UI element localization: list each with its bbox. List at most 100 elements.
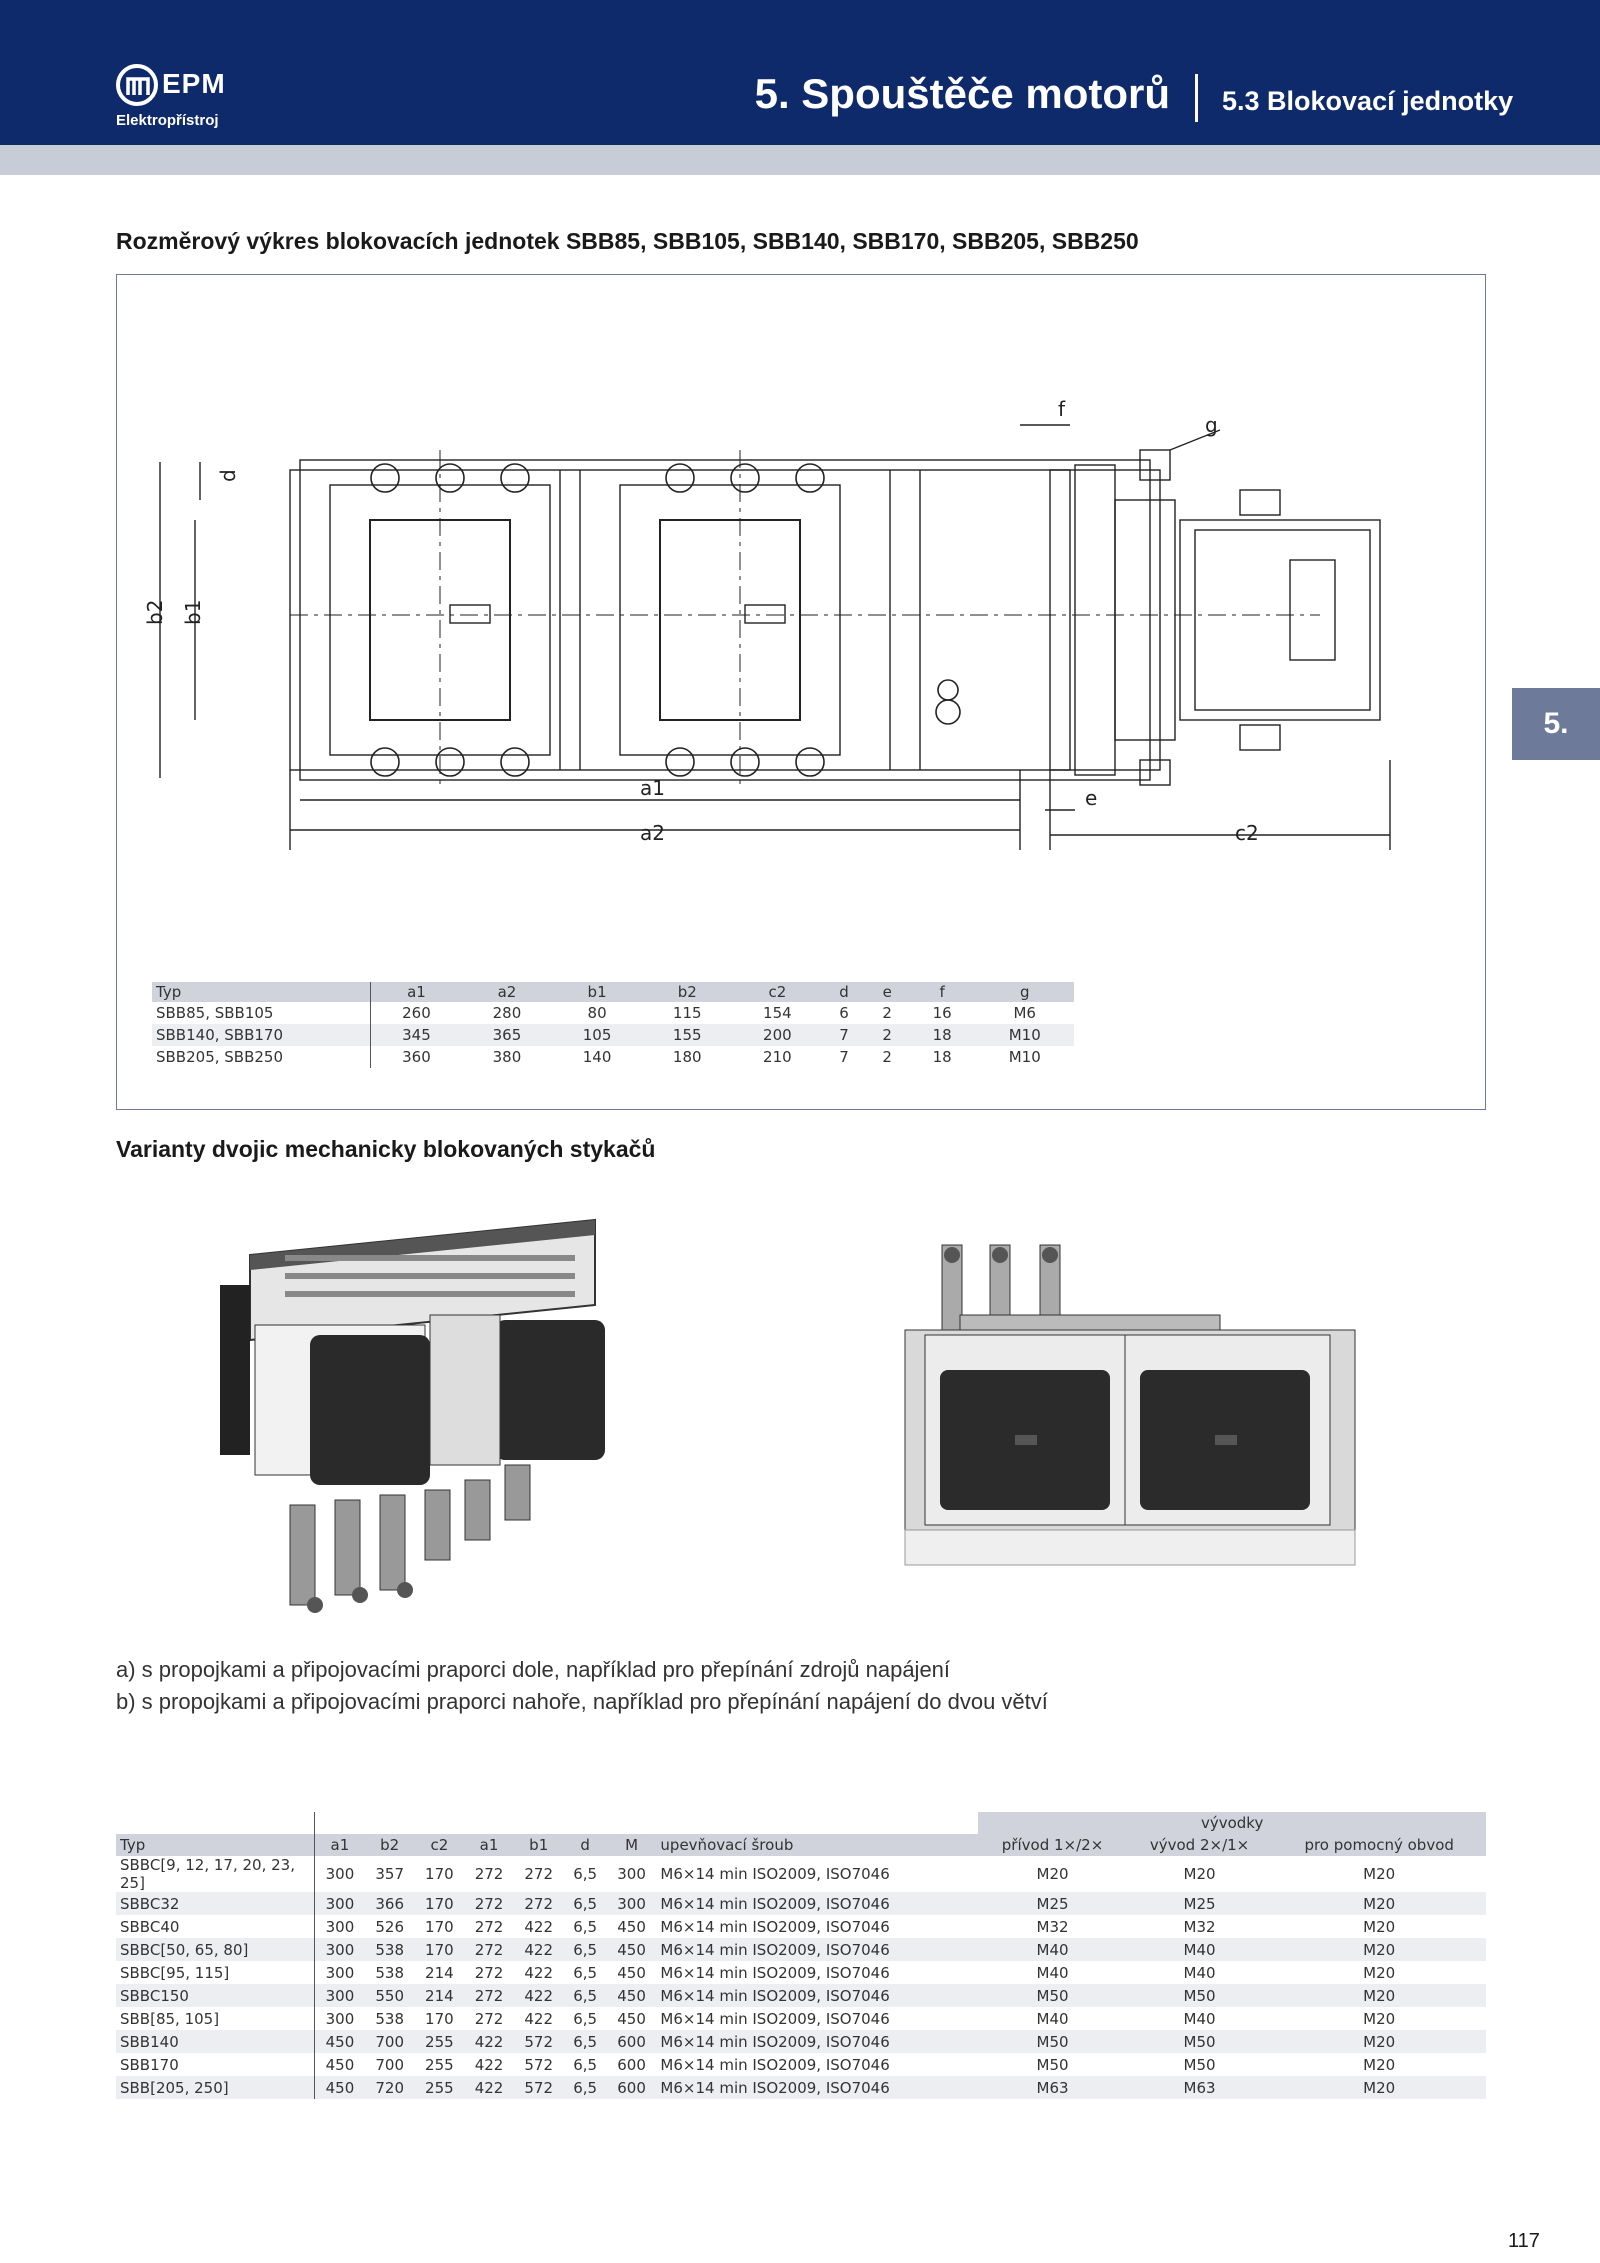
cell: 300 <box>314 1892 365 1915</box>
col-header: a1 <box>314 1834 365 1856</box>
cell: 2 <box>882 1004 892 1022</box>
cell: SBB140, SBB170 <box>152 1024 371 1046</box>
cell: 600 <box>606 2076 657 2099</box>
cell: M6×14 min ISO2009, ISO7046 <box>656 2030 979 2053</box>
cell: M40 <box>978 1938 1127 1961</box>
cell: 6 <box>839 1004 849 1022</box>
cell: 7 <box>822 1024 866 1046</box>
cell: SBBC[50, 65, 80] <box>116 1938 315 1961</box>
cell: 422 <box>513 1984 564 2007</box>
cell: 360 <box>402 1048 431 1066</box>
cell: 180 <box>672 1048 702 1066</box>
col-header: b2 <box>642 982 733 1002</box>
col-header: M <box>606 1834 657 1856</box>
label-b1: b1 <box>181 600 205 625</box>
table-header-row: Typ a1 a2 b1 b2 c2 d e f g <box>152 982 1074 1002</box>
cell: 572 <box>513 2030 564 2053</box>
page-header: EPM Elektropřístroj 5. Spouštěče motorů … <box>0 0 1600 145</box>
cell: M6×14 min ISO2009, ISO7046 <box>660 1917 890 1936</box>
cell: M32 <box>1036 1917 1069 1936</box>
cell: 6,5 <box>563 1984 607 2007</box>
cell: SBBC[95, 115] <box>116 1961 315 1984</box>
cell: 272 <box>474 1865 504 1883</box>
col-header: vývod 2×/1× <box>1126 1834 1273 1856</box>
cell: 422 <box>513 1938 564 1961</box>
cell: 450 <box>617 2009 646 2028</box>
cell: 6,5 <box>563 2076 607 2099</box>
cell: 170 <box>425 1865 454 1883</box>
cell: 572 <box>513 2076 564 2099</box>
cell: SBB[205, 250] <box>116 2076 315 2099</box>
cell: SBBC32 <box>116 1892 315 1915</box>
label-b2: b2 <box>143 600 167 625</box>
logo-text: EPM <box>162 68 226 99</box>
cell: 538 <box>375 2009 405 2028</box>
cell: SBBC150 <box>116 1984 315 2007</box>
cell: M50 <box>1126 1984 1273 2007</box>
cell: M6×14 min ISO2009, ISO7046 <box>660 2009 890 2028</box>
col-header: pro pomocný obvod <box>1272 1834 1486 1856</box>
cell: SBBC40 <box>116 1915 315 1938</box>
cell: 255 <box>414 2030 465 2053</box>
cell: 365 <box>461 1024 553 1046</box>
cell: 7 <box>839 1048 849 1066</box>
col-header: a1 <box>370 982 462 1002</box>
cell: 272 <box>474 1963 504 1982</box>
cell: 450 <box>325 2055 355 2074</box>
cell: 272 <box>464 1892 514 1915</box>
cell: M63 <box>1126 2076 1273 2099</box>
cell: M63 <box>978 2076 1127 2099</box>
cell: 155 <box>642 1024 733 1046</box>
label-e: e <box>1085 786 1097 810</box>
col-header: d <box>563 1834 607 1856</box>
dimension-drawing: f g d b1 b2 a1 a2 e c2 <box>143 397 1391 850</box>
cell: 16 <box>932 1004 952 1022</box>
cell: 80 <box>587 1004 607 1022</box>
cell: M50 <box>1036 2055 1069 2074</box>
cell: 280 <box>492 1004 522 1022</box>
cell: 6,5 <box>573 1917 598 1936</box>
col-header: a1 <box>464 1834 514 1856</box>
cell: M6×14 min ISO2009, ISO7046 <box>660 1963 890 1982</box>
cell: M40 <box>1036 2009 1069 2028</box>
table-header-row: Typ a1 b2 c2 a1 b1 d M upevňovací šroub … <box>116 1834 1486 1856</box>
cell: 450 <box>314 2030 365 2053</box>
cell: 272 <box>474 1917 504 1936</box>
cell: 6,5 <box>573 1865 598 1883</box>
cell: 422 <box>524 2009 554 2028</box>
cell: M40 <box>1183 2009 1216 2028</box>
cell: 422 <box>464 2076 514 2099</box>
page-number: 117 <box>1508 2230 1540 2252</box>
cell: 422 <box>524 1917 554 1936</box>
cell: 366 <box>364 1892 415 1915</box>
cell: M40 <box>1126 1938 1273 1961</box>
cell: 450 <box>617 1963 646 1982</box>
cell: 600 <box>606 2030 657 2053</box>
cell: 170 <box>414 1892 465 1915</box>
cell: 450 <box>314 2076 365 2099</box>
col-header: Typ <box>116 1834 315 1856</box>
col-header: upevňovací šroub <box>656 1834 979 1856</box>
cell: M20 <box>1272 2030 1486 2053</box>
cell: 6,5 <box>573 2009 598 2028</box>
cell: 260 <box>402 1004 431 1022</box>
col-header: f <box>908 982 976 1002</box>
cell: SBBC[9, 12, 17, 20, 23, 25] <box>116 1856 315 1892</box>
cell: 214 <box>414 1984 465 2007</box>
cell: SBB140 <box>116 2030 315 2053</box>
cell: 6,5 <box>563 1892 607 1915</box>
table-group-header-row: vývodky <box>116 1812 1486 1834</box>
cell: 345 <box>370 1024 462 1046</box>
cell: 6,5 <box>573 2055 598 2074</box>
group-header-vyvodky: vývodky <box>978 1812 1486 1834</box>
dimension-table: Typ a1 a2 b1 b2 c2 d e f g SBB85, SBB105… <box>152 982 1074 1068</box>
cell: M20 <box>1272 2076 1486 2099</box>
cell: 300 <box>606 1892 657 1915</box>
cell: 300 <box>314 1984 365 2007</box>
